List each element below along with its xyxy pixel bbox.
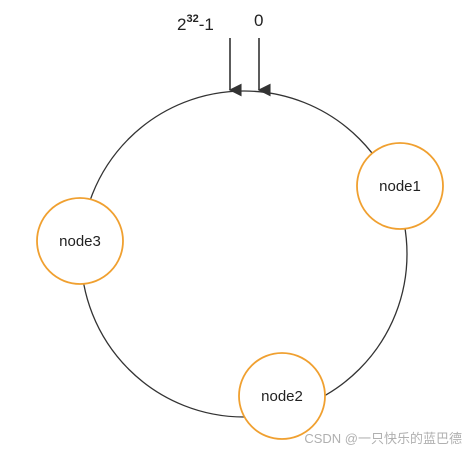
node1-circle	[356, 142, 444, 230]
node2: node2	[238, 352, 326, 440]
hash-ring	[80, 90, 408, 418]
node2-label: node2	[261, 388, 303, 405]
node3: node3	[36, 197, 124, 285]
node3-circle	[36, 197, 124, 285]
zero-label: 0	[254, 11, 263, 30]
node1-label: node1	[379, 178, 421, 195]
node1: node1	[356, 142, 444, 230]
node3-label: node3	[59, 233, 101, 250]
max-hash-label: 232-1	[177, 13, 214, 34]
watermark: CSDN @一只快乐的蓝巴德	[304, 431, 462, 446]
node2-circle	[238, 352, 326, 440]
